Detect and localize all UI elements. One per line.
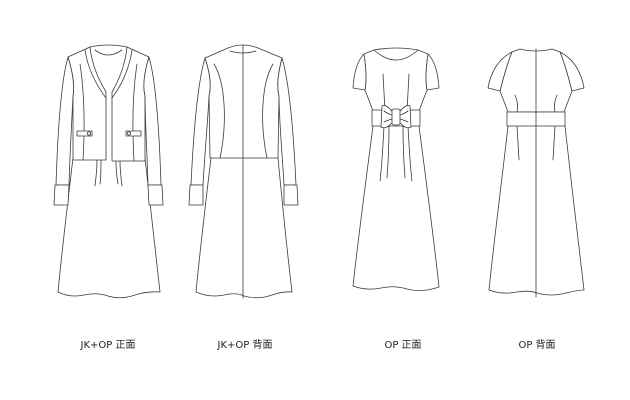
right-cap-sleeve: [425, 53, 440, 91]
skirt-left-side: [488, 125, 509, 291]
back-neckline: [89, 44, 128, 48]
skirt-gather-line: [119, 160, 123, 187]
skirt-gather-line: [99, 159, 102, 185]
jacket-back: [188, 44, 299, 206]
right-bust-dart: [406, 73, 410, 112]
bodice-left-back-dart: [514, 94, 519, 113]
bow-fold-line: [399, 118, 409, 123]
right-cap-sleeve: [559, 51, 585, 92]
bow-knot: [391, 108, 401, 126]
skirt-gather-line: [402, 125, 406, 179]
left-cuff: [53, 184, 70, 206]
op-skirt-back: [488, 125, 585, 296]
right-sleeve: [143, 56, 162, 186]
skirt-right-side: [564, 125, 585, 291]
left-princess-seam: [79, 63, 85, 161]
right-neck-trim: [111, 49, 133, 99]
view-jk-op-front: JK+OP 正面: [53, 44, 164, 351]
op-skirt-front: [352, 125, 440, 291]
right-princess-seam: [132, 63, 138, 162]
left-bust-dart: [382, 73, 386, 112]
skirt-left-side: [57, 157, 74, 293]
waist-belt-with-bow: [371, 105, 421, 129]
skirt-left-side: [195, 157, 212, 293]
skirt-hem: [488, 289, 585, 296]
left-sleeve: [190, 57, 211, 186]
skirt-hem: [195, 291, 293, 299]
back-neckline: [373, 47, 419, 51]
skirt-gather-line: [379, 125, 385, 182]
left-cap-sleeve: [352, 53, 367, 91]
skirt-hem: [57, 291, 161, 299]
skirt-right-side: [418, 125, 440, 288]
view-jk-op-back: JK+OP 背面: [188, 44, 299, 351]
view-label: JK+OP 背面: [217, 338, 273, 351]
skirt-hem: [352, 285, 440, 291]
skirt-right-dart: [552, 125, 556, 161]
op-bodice-front: [352, 47, 440, 112]
bow-fold-line: [383, 110, 393, 116]
skirt-right-side: [144, 157, 161, 293]
left-pocket-button: [87, 131, 92, 136]
left-sleeve: [55, 56, 75, 186]
jacket-right-front-panel: [111, 46, 150, 162]
jacket-front: [53, 44, 164, 206]
skirt-gather-line: [407, 125, 413, 182]
bow-fold-line: [399, 110, 409, 116]
bodice-right-back-dart: [553, 94, 558, 113]
left-cuff: [188, 184, 204, 206]
dress-neckline: [94, 49, 123, 56]
view-label: OP 背面: [518, 338, 555, 351]
bow-fold-line: [383, 118, 393, 123]
skirt-left-dart: [516, 125, 520, 161]
right-cuff: [283, 184, 299, 206]
skirt-gather-line: [386, 125, 390, 179]
view-label: OP 正面: [384, 340, 421, 351]
view-op-back: OP 背面: [487, 48, 585, 351]
right-sleeve: [277, 57, 297, 186]
left-cap-sleeve: [487, 51, 513, 92]
dress-skirt-back: [195, 157, 293, 299]
view-label: JK+OP 正面: [80, 340, 136, 351]
left-back-princess-seam: [213, 63, 225, 159]
bodice-front-panel: [363, 49, 429, 112]
right-cuff: [147, 184, 164, 206]
skirt-left-side: [352, 125, 374, 287]
left-neck-trim: [84, 49, 107, 99]
right-back-princess-seam: [262, 63, 274, 159]
view-op-front: OP 正面: [352, 47, 440, 351]
op-bodice-back: [487, 48, 585, 298]
right-pocket-button: [127, 131, 132, 136]
skirt-gather-line: [115, 160, 119, 185]
skirt-right-side: [277, 157, 293, 293]
jacket-back-panel: [204, 44, 283, 159]
skirt-gather-line: [94, 159, 98, 187]
dress-skirt-front: [57, 157, 161, 299]
left-pocket-tab: [76, 130, 93, 137]
right-pocket-tab: [125, 130, 142, 137]
jacket-left-front-panel: [67, 46, 107, 161]
